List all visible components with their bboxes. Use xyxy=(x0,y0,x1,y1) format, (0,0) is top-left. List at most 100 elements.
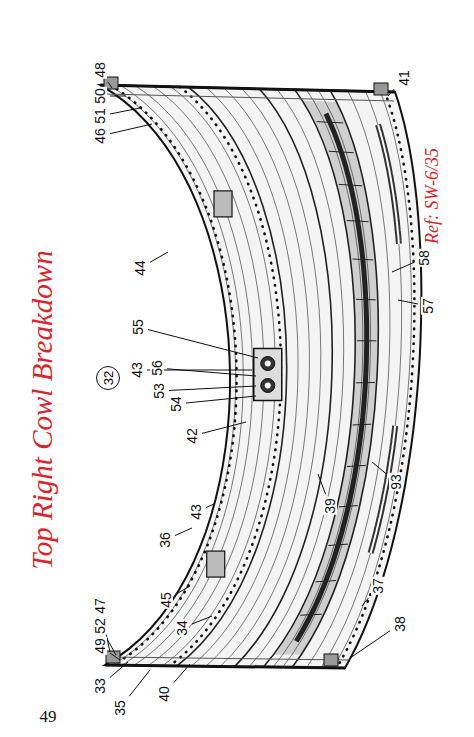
callout-number: 38 xyxy=(393,615,407,633)
cowl-stroke xyxy=(357,340,376,341)
callout-number: 42 xyxy=(185,427,199,445)
callout-number: 58 xyxy=(417,249,431,267)
cowl-stroke xyxy=(333,92,411,668)
callout-number: 41 xyxy=(397,69,411,87)
callout-number: 51 xyxy=(93,107,107,125)
end-flange xyxy=(100,85,395,92)
cowl-stroke xyxy=(339,184,362,185)
cowl-stroke xyxy=(191,88,298,667)
bracket-hole xyxy=(261,357,275,371)
leader-line xyxy=(362,598,369,606)
cowl-stroke xyxy=(356,299,376,301)
callout-number: 34 xyxy=(175,619,189,637)
callout-number: 43 xyxy=(130,361,144,379)
callout-number: 36 xyxy=(158,531,172,549)
flange-block xyxy=(106,651,120,663)
callout-number: 52 xyxy=(93,617,107,635)
callout-number: 40 xyxy=(157,685,171,703)
slot xyxy=(378,125,399,244)
callout-number: 45 xyxy=(159,591,173,609)
page-title: Top Right Cowl Breakdown xyxy=(28,250,57,569)
cowl-stroke xyxy=(235,89,333,667)
cowl-stroke xyxy=(283,90,371,667)
leader-line xyxy=(398,300,418,304)
callout-number: 50 xyxy=(93,87,107,105)
cowl-stroke xyxy=(121,85,244,665)
leader-line xyxy=(350,631,390,658)
cowl-stroke xyxy=(347,221,369,222)
end-flange xyxy=(105,665,345,668)
cowl-body xyxy=(100,85,421,668)
callout-number: 56 xyxy=(150,359,164,377)
callout-number: 47 xyxy=(93,597,107,615)
callout-number: 55 xyxy=(131,318,145,336)
cowl-stroke xyxy=(321,91,402,667)
leader-line xyxy=(108,82,112,88)
rivet-row xyxy=(110,85,236,665)
cowl-stroke xyxy=(328,544,348,545)
leader-line xyxy=(202,422,246,433)
latch-band xyxy=(273,101,378,655)
leader-line xyxy=(110,96,126,97)
slot xyxy=(378,125,399,244)
callout-number: 33 xyxy=(93,677,107,695)
leader-line xyxy=(318,474,326,494)
callout-number: 48 xyxy=(93,61,107,79)
leader-line xyxy=(186,396,256,403)
clip xyxy=(214,191,232,217)
leader-line xyxy=(192,616,212,624)
clip xyxy=(207,551,225,577)
cowl-stroke xyxy=(300,614,321,616)
leader-line xyxy=(129,670,150,696)
leader-line xyxy=(110,653,120,660)
cowl-stroke xyxy=(317,122,344,123)
leader-line xyxy=(110,124,152,134)
callout-number: 35 xyxy=(113,699,127,717)
cowl-stroke xyxy=(148,86,264,665)
leader-line xyxy=(174,664,190,682)
page-number: 49 xyxy=(40,708,57,725)
callout-number: 57 xyxy=(421,297,435,315)
bracket-hole xyxy=(265,383,271,389)
callout-number: 44 xyxy=(133,259,147,277)
leader-line xyxy=(206,504,214,508)
leader-line xyxy=(388,89,394,96)
callout-number: 37 xyxy=(371,577,385,595)
flange-block xyxy=(324,654,338,666)
cowl-stroke xyxy=(249,89,344,667)
cowl-stroke xyxy=(347,465,366,466)
bracket-hole xyxy=(261,379,275,393)
leader-line xyxy=(148,330,258,358)
cowl-stroke xyxy=(108,657,348,660)
leader-line xyxy=(167,369,256,376)
callout-number: 32 xyxy=(102,371,115,385)
cowl-stroke xyxy=(177,87,287,666)
cowl-stroke xyxy=(104,94,394,101)
bracket xyxy=(254,349,282,401)
bracket-hole xyxy=(265,361,271,367)
cowl-stroke xyxy=(292,90,378,667)
cowl-stroke xyxy=(356,382,375,383)
leader-line xyxy=(110,108,140,114)
cowl-stroke xyxy=(353,424,372,426)
cowl-stroke xyxy=(352,259,373,261)
callout-number: 39 xyxy=(323,497,337,515)
cowl-stroke xyxy=(329,151,354,152)
leader-line xyxy=(150,252,168,262)
cowl-stroke xyxy=(109,85,236,665)
reference-note: Ref: SW-6/35 xyxy=(423,148,441,244)
leader-line xyxy=(372,462,386,474)
latch-rail xyxy=(296,114,366,642)
callout-number: 54 xyxy=(169,395,183,413)
leader-line xyxy=(110,662,128,677)
cowl-stroke xyxy=(206,88,310,666)
callout-number: 53 xyxy=(152,382,166,400)
leader-line xyxy=(392,262,414,272)
leader-line xyxy=(175,528,192,536)
rivet-row xyxy=(170,87,281,666)
leader-line xyxy=(176,586,190,594)
callout-number: 46 xyxy=(93,127,107,145)
cowl-stroke xyxy=(316,581,336,582)
callout-number: 43 xyxy=(189,503,203,521)
cowl-stroke xyxy=(339,506,358,507)
